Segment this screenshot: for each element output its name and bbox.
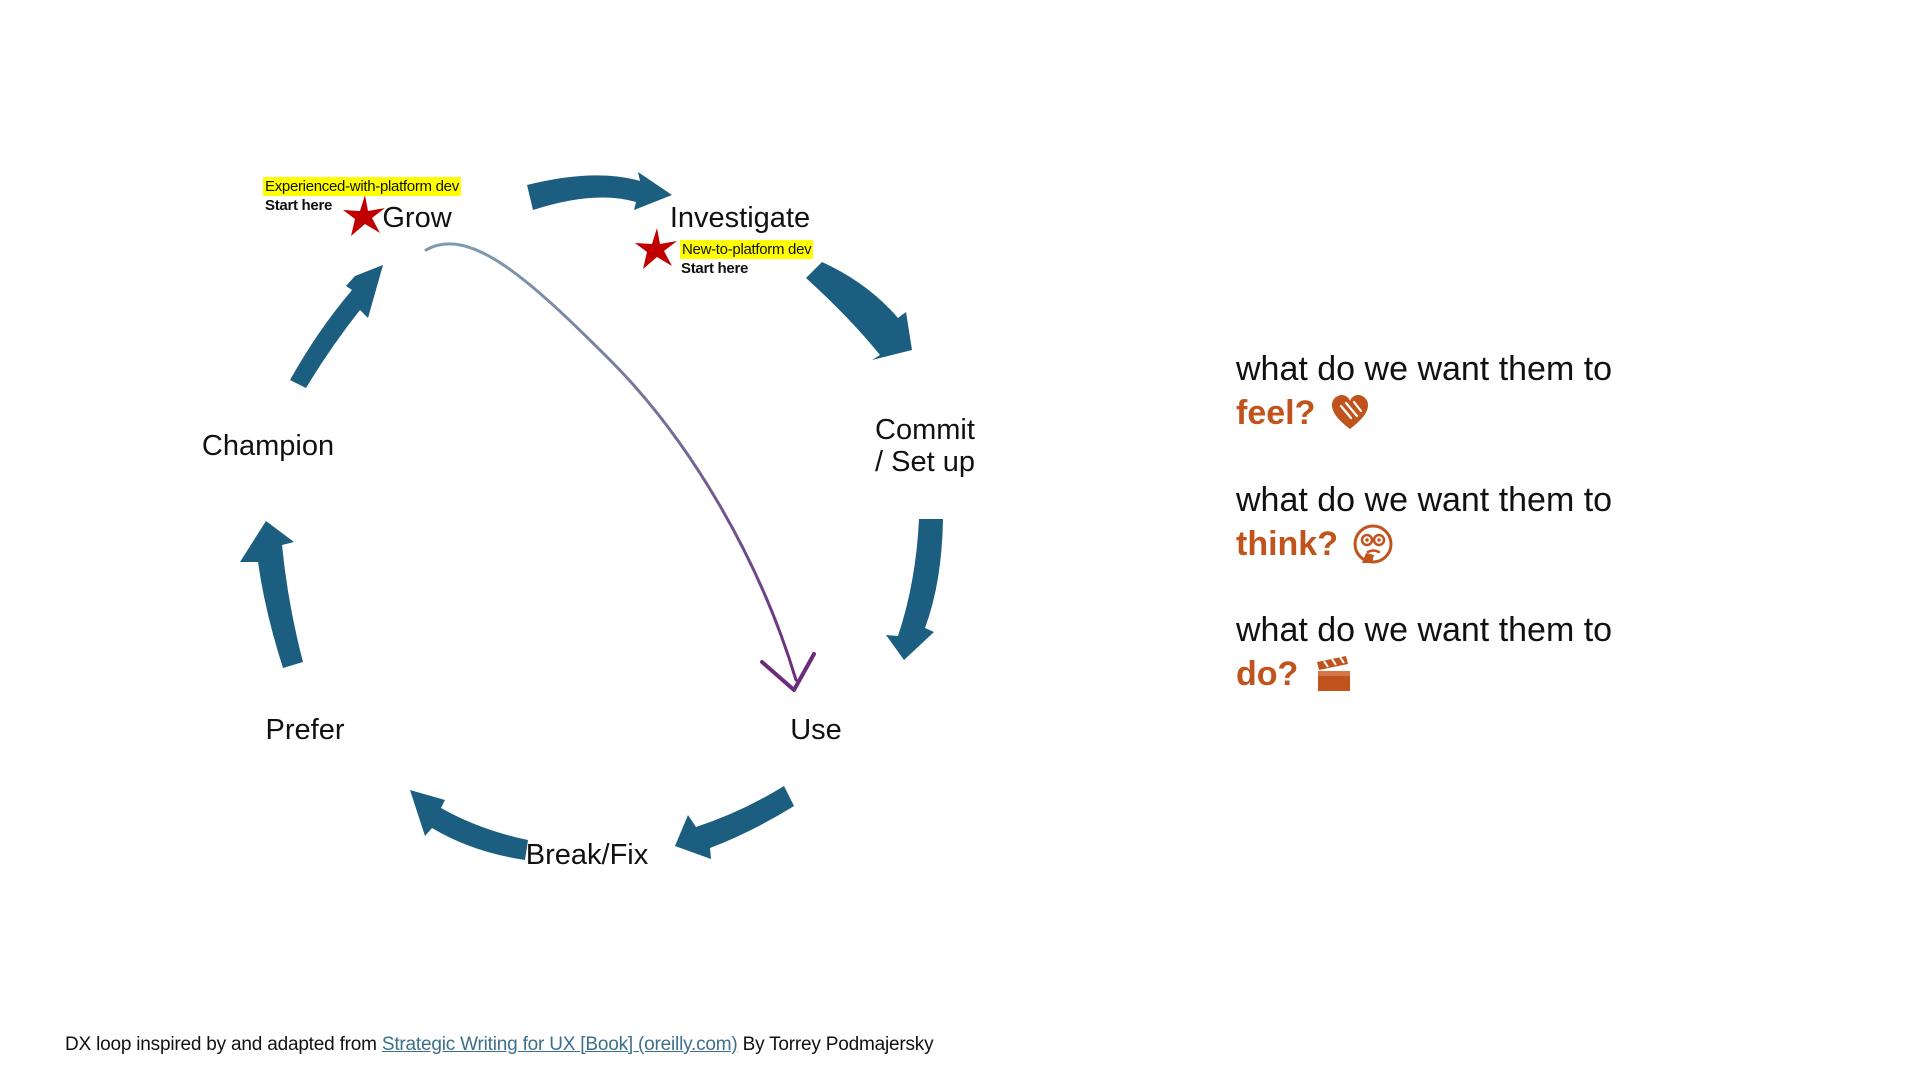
clapperboard-icon — [1312, 653, 1354, 695]
stage-grow: Grow — [382, 202, 452, 235]
star-icon-experienced — [343, 195, 385, 236]
question-prefix: what do we want them to — [1236, 350, 1613, 388]
curved-arrow-grow-to-use — [424, 242, 798, 682]
question-think: what do we want them to think? — [1236, 478, 1756, 566]
question-do: what do we want them to do? — [1236, 608, 1756, 696]
arrow-champion-to-grow — [290, 265, 383, 388]
book-link[interactable]: Strategic Writing for UX [Book] (oreilly… — [381, 1034, 738, 1055]
question-word-do: do? — [1236, 655, 1299, 693]
marker-new-start: Start here — [681, 260, 749, 277]
question-word-think: think? — [1236, 525, 1338, 563]
stage-commit-line2: / Set up — [875, 446, 975, 478]
arrow-break-fix-to-prefer — [410, 790, 528, 860]
arrow-prefer-to-champion — [240, 521, 303, 668]
stage-prefer: Prefer — [265, 714, 345, 747]
question-feel: what do we want them to feel? — [1236, 347, 1756, 435]
thinking-face-icon — [1352, 523, 1394, 565]
curved-arrowhead — [760, 652, 816, 692]
question-word-feel: feel? — [1236, 394, 1316, 432]
marker-experienced-start: Start here — [265, 197, 333, 214]
stage-investigate: Investigate — [669, 202, 811, 235]
footer-attribution: DX loop inspired by and adapted from Str… — [65, 1034, 934, 1056]
heart-icon — [1329, 392, 1371, 434]
star-icon-new — [635, 228, 677, 269]
arrow-grow-to-investigate — [527, 172, 672, 210]
marker-experienced-label: Experienced-with-platform dev — [263, 177, 461, 196]
footer-prefix: DX loop inspired by and adapted from — [65, 1034, 377, 1055]
arrow-investigate-to-commit — [806, 262, 912, 360]
arrow-commit-to-use — [886, 519, 943, 660]
stage-commit-set-up: Commit / Set up — [845, 414, 1005, 479]
footer-suffix: By Torrey Podmajersky — [742, 1034, 934, 1055]
arrow-use-to-break-fix — [675, 786, 794, 859]
stage-use: Use — [790, 714, 842, 747]
stage-champion: Champion — [201, 430, 335, 463]
stage-break-fix: Break/Fix — [525, 839, 649, 872]
question-prefix: what do we want them to — [1236, 481, 1613, 519]
question-prefix: what do we want them to — [1236, 611, 1613, 649]
stage-commit-line1: Commit — [875, 414, 975, 447]
marker-new-label: New-to-platform dev — [680, 240, 814, 259]
